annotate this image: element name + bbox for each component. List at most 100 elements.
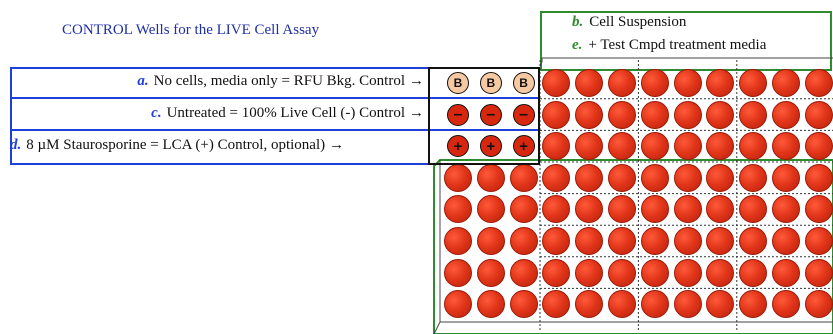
control-row-a: a.No cells, media only = RFU Bkg. Contro… — [10, 67, 540, 99]
plate-well — [575, 100, 604, 129]
legend-item-cell-suspension: b.Cell Suspension — [572, 14, 686, 31]
control-row-label: d.8 µM Staurosporine = LCA (+) Control, … — [10, 137, 344, 154]
plate-well — [608, 227, 636, 255]
plate-well — [640, 100, 669, 129]
row-letter: c. — [151, 105, 162, 121]
plate-well — [673, 195, 702, 224]
plate-well — [542, 163, 571, 192]
arrow-icon: → — [329, 137, 345, 153]
row-letter: d. — [10, 137, 22, 153]
plate-well — [608, 163, 636, 192]
plate-well — [640, 290, 669, 319]
plate-well — [608, 290, 636, 319]
plate-well — [575, 195, 604, 224]
plate-well — [608, 132, 636, 161]
plate-well — [542, 258, 571, 287]
plate-well — [542, 132, 571, 161]
arrow-icon: → — [409, 73, 424, 89]
control-well-pos: + — [479, 135, 502, 158]
plate-well — [706, 163, 735, 192]
plate-well — [739, 100, 768, 129]
control-well-bkg: B — [512, 72, 535, 94]
legend-text: + Test Cmpd treatment media — [588, 37, 767, 53]
plate-well — [772, 100, 800, 129]
plate-well — [772, 132, 800, 161]
plate-well — [640, 163, 669, 192]
plate-well — [706, 100, 735, 129]
legend-item-test-compound: e. + Test Cmpd treatment media — [572, 37, 766, 54]
plate-well — [772, 69, 800, 97]
legend-letter: b. — [572, 14, 584, 30]
plate-well — [575, 132, 604, 161]
plate-well — [772, 163, 800, 192]
plate-well — [804, 69, 833, 97]
control-row-c: c.Untreated = 100% Live Cell (-) Control… — [10, 99, 540, 131]
plate-well — [739, 69, 768, 97]
row-text: No cells, media only = RFU Bkg. Control — [153, 73, 405, 89]
plate-well — [706, 290, 735, 319]
control-well-neg: – — [512, 103, 535, 126]
control-row-label: a.No cells, media only = RFU Bkg. Contro… — [137, 73, 424, 90]
plate-well — [509, 227, 538, 255]
plate-well — [476, 163, 505, 192]
plate-well — [739, 132, 768, 161]
plate-well — [575, 163, 604, 192]
plate-well — [673, 69, 702, 97]
plate-well — [444, 290, 472, 319]
control-well-pos: + — [447, 135, 469, 158]
plate-well — [739, 163, 768, 192]
plate-well — [804, 100, 833, 129]
plate-well — [444, 195, 472, 224]
plate-well — [673, 290, 702, 319]
plate-well — [542, 227, 571, 255]
legend-letter: e. — [572, 37, 583, 53]
plate-well — [608, 69, 636, 97]
plate-well — [575, 227, 604, 255]
plate-well — [772, 290, 800, 319]
plate-well — [673, 227, 702, 255]
control-well-neg: – — [447, 103, 469, 126]
control-well-bkg: B — [447, 72, 469, 94]
plate-well — [542, 69, 571, 97]
control-row-d: d.8 µM Staurosporine = LCA (+) Control, … — [10, 131, 540, 163]
plate-well — [509, 195, 538, 224]
plate-well — [444, 163, 472, 192]
plate-well — [444, 227, 472, 255]
plate-well — [706, 69, 735, 97]
plate-well — [673, 132, 702, 161]
control-row-label: c.Untreated = 100% Live Cell (-) Control… — [151, 105, 424, 122]
control-well-neg: – — [479, 103, 502, 126]
plate-well — [739, 290, 768, 319]
plate-well — [542, 290, 571, 319]
plate-well — [804, 290, 833, 319]
plate-well — [739, 195, 768, 224]
plate-well — [575, 290, 604, 319]
control-well-pos: + — [512, 135, 535, 158]
plate-well — [804, 227, 833, 255]
plate-well — [476, 258, 505, 287]
plate-well — [608, 195, 636, 224]
plate-well — [673, 258, 702, 287]
plate-well — [608, 258, 636, 287]
plate-well — [640, 258, 669, 287]
plate-well — [739, 258, 768, 287]
plate-well — [739, 227, 768, 255]
plate-well — [772, 227, 800, 255]
plate-well — [640, 227, 669, 255]
plate-well — [509, 290, 538, 319]
plate-well — [640, 195, 669, 224]
plate-well — [476, 195, 505, 224]
row-letter: a. — [137, 73, 149, 89]
plate-well — [706, 258, 735, 287]
plate-well — [804, 163, 833, 192]
plate-well — [575, 69, 604, 97]
plate-well — [640, 69, 669, 97]
plate-well — [673, 163, 702, 192]
arrow-icon: → — [409, 105, 424, 121]
plate-well — [673, 100, 702, 129]
plate-well — [706, 227, 735, 255]
plate-well — [706, 195, 735, 224]
assay-title: CONTROL Wells for the LIVE Cell Assay — [62, 22, 320, 38]
plate-well — [509, 163, 538, 192]
plate-well — [542, 195, 571, 224]
